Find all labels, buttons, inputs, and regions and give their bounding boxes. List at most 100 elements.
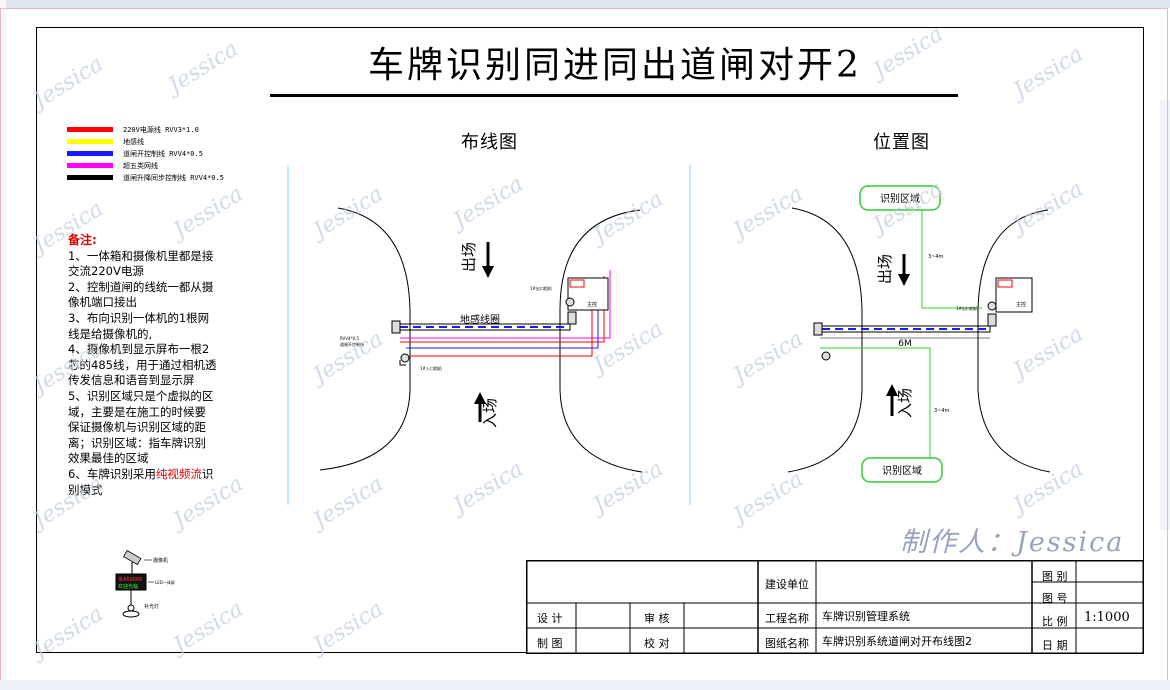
screen-welcome-text: 欢迎光临 — [118, 583, 138, 590]
bottom-strip — [0, 680, 1170, 690]
tb-project-value: 车牌识别管理系统 — [822, 610, 910, 623]
recognition-zone-bottom — [861, 457, 943, 483]
tb-number-label: 图 号 — [1042, 592, 1068, 605]
tb-sheet-label: 图纸名称 — [765, 637, 809, 650]
tb-date-label: 日 期 — [1042, 639, 1068, 652]
entry-arrow-head — [474, 392, 486, 404]
left-edge — [0, 0, 6, 690]
title-underline — [270, 94, 958, 97]
small-label: 1#出口相机 — [530, 285, 552, 291]
entry-arrow-head — [886, 384, 898, 396]
guide-line-bottom — [820, 347, 931, 458]
small-label: 道闸开控制线 — [340, 341, 364, 347]
note-line: 传发信息和语音到显示屏 — [68, 373, 195, 388]
left-island — [319, 207, 411, 471]
legend-label: 超五类网线 — [123, 162, 158, 170]
exit-label: 出场 — [876, 254, 894, 284]
drawing-title: 车牌识别同进同出道闸对开2 — [368, 45, 862, 86]
tb-sheet-value: 车牌识别系统道闸对开布线图2 — [822, 635, 972, 648]
exit-label: 出场 — [460, 242, 478, 272]
position-diagram-title: 位置图 — [873, 132, 930, 153]
gate-box-right — [987, 313, 997, 327]
tb-project-label: 工程名称 — [765, 612, 809, 625]
title-block-border — [526, 560, 1144, 654]
note-line: 离；识别区域：指车牌识别 — [68, 435, 206, 450]
wiring-diagram: 出场 入场 地感线圈 RVV4*0.5 道闸开控制线 1#出口相机 1#入口相机… — [287, 165, 691, 505]
note-line: 保证摄像机与识别区域的距 — [68, 420, 206, 435]
note-line: 芯的485线，用于通过相机透 — [68, 357, 217, 372]
tb-client-label: 建设单位 — [765, 578, 809, 591]
power-box — [997, 279, 1013, 288]
tb-design-label: 设 计 — [537, 612, 563, 625]
tb-check-label: 校 对 — [644, 637, 670, 650]
small-label: 1#入口相机 — [420, 365, 442, 371]
right-island — [977, 209, 1051, 473]
notes-title: 备注: — [68, 233, 97, 247]
sync-wire — [399, 360, 406, 366]
dist-top-label: 3~4m — [928, 254, 944, 260]
zone-bottom-label: 识别区域 — [882, 464, 922, 477]
note-line: 域，主要是在施工的时候要 — [68, 404, 206, 419]
legend-swatch — [67, 163, 113, 168]
note-line: 4、摄像机到显示屏布一根2 — [68, 342, 210, 357]
entry-label: 入场 — [481, 398, 499, 428]
tb-category-label: 图 别 — [1042, 570, 1068, 583]
wiring-diagram-title: 布线图 — [461, 132, 518, 153]
note-line: 3、布向识别一体机的1根网 — [68, 310, 210, 325]
legend-swatch — [67, 127, 113, 132]
legend-swatch — [67, 151, 113, 156]
maker-signature: 制作人：Jessica — [900, 527, 1125, 558]
power-box — [569, 279, 585, 288]
small-label: RVV4*0.5 — [340, 336, 359, 341]
note-line: 5、识别区域只是个虚拟的区 — [68, 388, 214, 403]
note-line: 效果最佳的区域 — [68, 451, 149, 466]
guide-line-top — [921, 210, 982, 309]
camera-icon — [400, 353, 410, 363]
camera-icon — [821, 351, 831, 361]
exit-arrow-head — [482, 266, 494, 278]
tb-drawing-label: 制 图 — [537, 637, 563, 650]
dist-bottom-label: 3~4m — [934, 408, 950, 414]
note-line-6: 6、车牌识别采用纯视频流识 — [68, 467, 238, 483]
network-wire — [400, 270, 611, 339]
legend-swatch — [67, 175, 113, 180]
tb-scale-label: 比 例 — [1042, 615, 1068, 628]
fill-light-base — [122, 610, 140, 618]
distance-label: 6M — [898, 339, 912, 349]
fill-light-label: 补光灯 — [144, 603, 159, 610]
power-wire-2 — [410, 287, 593, 357]
zone-top-label: 识别区域 — [880, 192, 920, 205]
camera-icon — [987, 301, 997, 311]
legend-label: 220V电源线 RVV3*1.0 — [123, 126, 199, 134]
entry-label: 入场 — [896, 388, 914, 418]
note-6-highlight: 纯视频流 — [155, 466, 202, 481]
notes-block: 备注: 1、一体箱和摄像机里都是接 交流220V电源 2、控制道闸的线统一都从摄… — [68, 233, 238, 498]
note-line: 线是给摄像机的, — [68, 326, 153, 341]
camera-icon — [565, 297, 575, 307]
recognition-zone-top — [859, 185, 941, 211]
right-edge — [1160, 100, 1170, 530]
gate-box-left — [813, 322, 823, 336]
note-line: 像机端口接出 — [68, 295, 137, 310]
note-line: 交流220V电源 — [68, 264, 144, 279]
camera-label: 摄像机 — [153, 557, 168, 564]
position-diagram: 识别区域 识别区域 6M 主控 1#出口相机 出场 入场 3~4m 3~4m — [787, 185, 1051, 483]
fill-light-icon — [127, 604, 135, 612]
camera-shape — [123, 549, 142, 566]
loop-label: 地感线圈 — [460, 313, 500, 326]
right-island — [559, 209, 643, 473]
note-line: 2、控制道闸的线统一都从摄 — [68, 279, 214, 294]
note-6-suffix: 识 — [201, 466, 214, 481]
left-island — [787, 207, 863, 473]
small-label: 主控 — [587, 301, 597, 308]
title-block — [526, 560, 1144, 654]
gate-box-left — [391, 320, 401, 334]
note-line: 1、一体箱和摄像机里都是接 — [68, 248, 214, 263]
small-label: 主控 — [1016, 301, 1026, 308]
small-label: 1#出口相机 — [956, 305, 978, 311]
screen-plate-text: 京A66666 — [118, 576, 142, 583]
legend-label: 道闸升降同步控制线 RVV4*0.5 — [123, 174, 224, 182]
gate-box-right — [567, 311, 577, 325]
legend-label: 道闸开控制线 RVV4*0.5 — [123, 150, 203, 158]
